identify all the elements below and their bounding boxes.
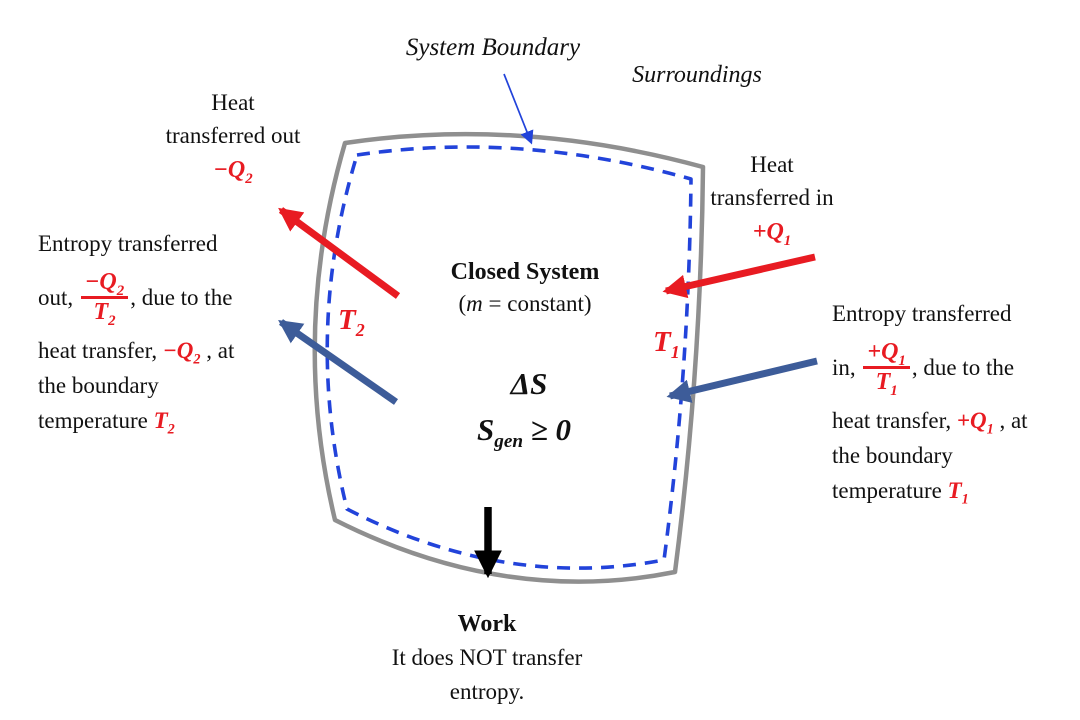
entropy-out-line3: heat transfer, −Q2 , at [38, 338, 235, 368]
delta-s-equation: ΔS [510, 366, 548, 401]
closed-system-label: Closed System (m = constant) [451, 256, 600, 320]
work-line1: It does NOT transfer [391, 645, 583, 670]
fraction-denominator: T1 [875, 369, 898, 399]
heat-in-line2: transferred in [710, 185, 834, 210]
entropy-in-fraction: +Q1 T1 [863, 339, 910, 399]
fraction-numerator: +Q1 [863, 339, 910, 369]
surroundings-label: Surroundings [632, 62, 762, 88]
entropy-out-arrow [278, 319, 398, 405]
system-wall-outline [312, 131, 706, 584]
entropy-out-line2: out, −Q2 T2 , due to the [38, 268, 233, 329]
work-note: Work It does NOT transfer entropy. [392, 607, 583, 709]
heat-out-label: Heat transferred out −Q2 [166, 86, 301, 188]
entropy-in-line2: in, +Q1 T1 , due to the [832, 338, 1015, 399]
heat-out-symbol: −Q2 [213, 157, 253, 187]
heat-in-symbol: +Q1 [752, 219, 792, 249]
system-boundary-dashed-line [325, 145, 693, 570]
entropy-in-line1: Entropy transferred [832, 301, 1012, 326]
entropy-out-line5: temperature T2 [38, 408, 175, 438]
entropy-out-fraction: −Q2 T2 [80, 269, 129, 329]
entropy-out-note: Entropy transferred out, −Q2 T2 , due to… [38, 226, 234, 438]
system-boundary-label: System Boundary [405, 34, 581, 61]
system-boundary-pointer-arrow [503, 73, 534, 145]
heat-out-line2: transferred out [165, 123, 301, 148]
entropy-in-arrow [666, 357, 818, 403]
sgen-equation: Sgen ≥ 0 [476, 412, 572, 453]
entropy-in-line4: the boundary [832, 443, 953, 468]
fraction-numerator: −Q2 [80, 269, 129, 299]
entropy-in-note: Entropy transferred in, +Q1 T1 , due to … [832, 296, 1028, 508]
entropy-out-line4: the boundary [38, 373, 159, 398]
work-line2: entropy. [449, 679, 525, 704]
t1-label: T1 [653, 326, 680, 362]
work-title: Work [457, 611, 517, 637]
entropy-out-line1: Entropy transferred [38, 231, 218, 256]
fraction-denominator: T2 [93, 299, 116, 329]
heat-out-arrow [278, 207, 401, 299]
heat-in-line1: Heat [750, 152, 794, 177]
t2-label: T2 [338, 304, 365, 340]
heat-in-arrow [662, 253, 816, 299]
heat-out-line1: Heat [211, 90, 255, 115]
entropy-in-line5: temperature T1 [832, 478, 969, 508]
entropy-in-line3: heat transfer, +Q1 , at [832, 408, 1028, 438]
closed-system-title: Closed System [450, 259, 600, 285]
heat-in-label: Heat transferred in +Q1 [710, 148, 833, 250]
closed-system-mass: (m = constant) [458, 291, 592, 316]
